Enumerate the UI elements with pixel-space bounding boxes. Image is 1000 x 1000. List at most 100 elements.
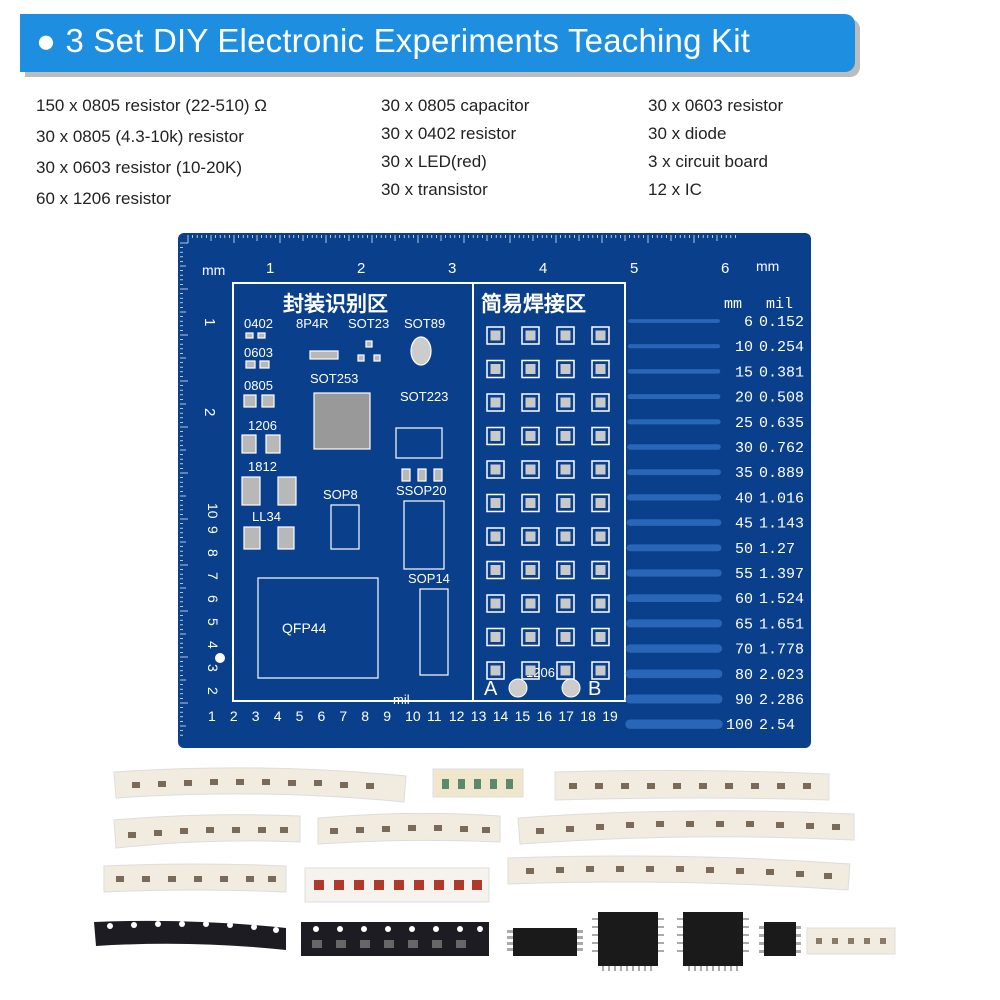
solder-pad-fill [490, 565, 501, 575]
solder-pad-fill [595, 330, 606, 341]
pad-ssop20 [403, 500, 445, 570]
solder-pad-fill [490, 330, 501, 341]
bottom-ruler-number: 7 [339, 708, 347, 724]
package-label: SOT89 [404, 316, 445, 331]
solder-pad-fill [560, 498, 571, 508]
trace-width-mm: 90 [735, 692, 753, 709]
solder-pad-fill [490, 431, 501, 441]
trace-width-mm: 20 [735, 390, 753, 407]
mounting-dot [215, 653, 225, 663]
trace-width-mil: 1.016 [759, 490, 804, 507]
trace-width-mm: 35 [735, 465, 753, 482]
solder-pad-fill [560, 364, 571, 374]
solder-zone-outline [472, 282, 626, 702]
trace-width-mm: 65 [735, 616, 753, 633]
trace-width-mm: 30 [735, 440, 753, 457]
contents-item: 30 x 0805 capacitor [381, 96, 530, 115]
contents-item: 30 x transistor [381, 180, 488, 199]
pad-sot23 [373, 354, 381, 362]
contents-item: 30 x 0402 resistor [381, 124, 517, 143]
solder-pad [556, 493, 575, 513]
solder-pad-fill [560, 632, 571, 642]
solder-pad [591, 393, 610, 412]
solder-pad [556, 460, 575, 479]
bottom-ruler-number: 9 [383, 708, 391, 724]
trace-width-mil: 2.54 [759, 717, 795, 734]
solder-pad [486, 627, 505, 647]
bottom-ruler-number: 4 [274, 708, 282, 724]
bottom-ruler-number: 17 [558, 708, 574, 724]
pad-sot223 [401, 468, 411, 482]
package-label: 1812 [248, 459, 277, 474]
package-label: SSOP20 [396, 483, 447, 498]
contents-item: 30 x 0805 (4.3-10k) resistor [36, 127, 244, 146]
bottom-ruler-number: 6 [318, 708, 326, 724]
contents-item: 150 x 0805 resistor (22-510) Ω [36, 96, 267, 115]
solder-pad [556, 426, 575, 446]
bottom-ruler-number: 16 [537, 708, 553, 724]
package-label: SOT23 [348, 316, 389, 331]
solder-pad [591, 527, 610, 546]
table-head-mil: mil [766, 296, 793, 313]
qfp44-ic [592, 912, 664, 971]
solder-pad-fill [490, 665, 501, 676]
ceramic-capacitor-tape [432, 768, 524, 798]
solder-pad-fill [525, 364, 536, 374]
left-small-number: 6 [205, 595, 221, 603]
bottom-ruler-number: 19 [602, 708, 618, 724]
solder-pad [591, 326, 610, 345]
contents-column-3: 30 x 0603 resistor 30 x diode 3 x circui… [648, 97, 888, 198]
left-small-number: 5 [205, 618, 221, 626]
solder-pad-fill [490, 364, 501, 374]
solder-point-b-label: B [588, 678, 601, 700]
pad-1206 [241, 434, 257, 454]
white-resistor-tape [507, 855, 851, 891]
solder-pad-fill [560, 531, 571, 542]
trace-width-mil: 0.635 [759, 415, 804, 432]
package-label: SOT253 [310, 371, 358, 386]
solder-pad-fill [525, 397, 536, 408]
solder-pad-fill [525, 632, 536, 642]
solder-pad [556, 594, 575, 613]
trace-width-mm: 25 [735, 415, 753, 432]
left-small-number: 3 [205, 664, 221, 672]
pad-qfp44 [257, 577, 379, 679]
solder-pad-fill [595, 397, 606, 408]
solder-pad [556, 393, 575, 412]
trace-width-mm: 100 [726, 717, 753, 734]
trace-width-mil: 1.143 [759, 516, 804, 533]
pad-0402 [245, 332, 254, 339]
contents-item: 30 x LED(red) [381, 152, 487, 171]
qfp44-ic [677, 912, 749, 971]
resistor-row [132, 779, 374, 789]
solder-pad-fill [560, 665, 571, 676]
left-small-number: 9 [205, 526, 221, 534]
solder-pad [521, 460, 540, 479]
left-small-number: 7 [205, 572, 221, 580]
banner-background [20, 14, 855, 72]
trace-width-mil: 0.889 [759, 465, 804, 482]
package-label: 0402 [244, 316, 273, 331]
solder-pad [486, 359, 505, 379]
solder-pad-fill [595, 464, 606, 475]
pad-1206 [265, 434, 281, 454]
package-label: SOP8 [323, 487, 358, 502]
trace-width-mil: 0.381 [759, 364, 804, 381]
solder-pad [556, 661, 575, 680]
banner-title: ● 3 Set DIY Electronic Experiments Teach… [36, 22, 750, 60]
solder-pad [521, 627, 540, 647]
solder-pad [591, 661, 610, 680]
solder-pad [521, 527, 540, 546]
package-label: 0805 [244, 378, 273, 393]
bottom-ruler-number: 13 [471, 708, 487, 724]
solder-pad [556, 527, 575, 546]
solder-pad-fill [595, 632, 606, 642]
mm-label-right: mm [756, 258, 779, 274]
white-resistor-tape [103, 863, 287, 893]
solder-pad [521, 426, 540, 446]
solder-pad-fill [525, 598, 536, 609]
solder-pad [486, 594, 505, 613]
trace-width-mm: 70 [735, 642, 753, 659]
left-small-number: 2 [205, 687, 221, 695]
